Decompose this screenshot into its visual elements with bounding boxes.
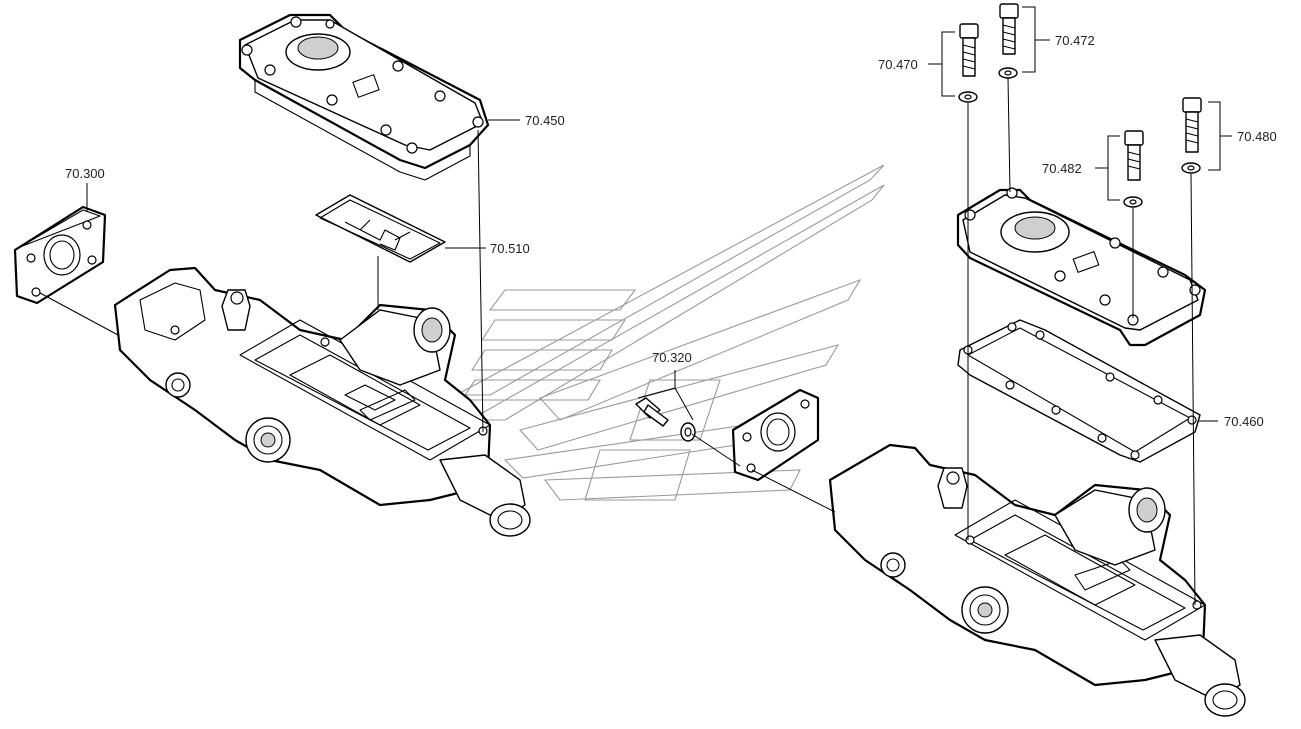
callout-70-482: 70.482 (1042, 161, 1082, 176)
part-bolt-70-480 (1181, 97, 1202, 174)
callout-70-300: 70.300 (65, 166, 105, 181)
part-flange-plate-left (13, 205, 107, 305)
callout-70-460: 70.460 (1224, 414, 1264, 429)
callout-leaders (86, 6, 1232, 422)
part-top-cover-left (238, 13, 490, 181)
callout-70-470: 70.470 (878, 57, 918, 72)
part-gasket-70-460 (957, 319, 1201, 463)
callout-labels: 70.450 70.300 70.510 70.320 70.470 70.47… (65, 33, 1277, 429)
callout-70-450: 70.450 (525, 113, 565, 128)
part-flange-plate-right (731, 388, 820, 482)
part-bolt-70-472 (998, 3, 1019, 79)
part-gearbox-housing-right (828, 443, 1246, 717)
callout-70-472: 70.472 (1055, 33, 1095, 48)
part-bolt-70-482 (1123, 130, 1144, 208)
part-bolt-70-320 (635, 397, 696, 442)
part-top-cover-right (956, 187, 1207, 347)
callout-70-320: 70.320 (652, 350, 692, 365)
callout-70-480: 70.480 (1237, 129, 1277, 144)
part-bolt-70-470 (958, 23, 979, 103)
callout-70-510: 70.510 (490, 241, 530, 256)
assembly-lines (39, 77, 1196, 606)
part-gearbox-housing-left (113, 266, 531, 537)
part-shift-plate (315, 194, 446, 263)
watermark-logo (455, 164, 885, 501)
